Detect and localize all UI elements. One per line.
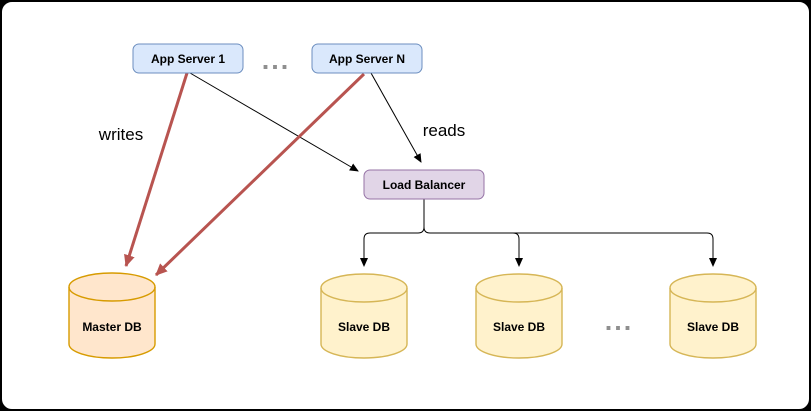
master-db-label: Master DB <box>82 320 142 334</box>
slave-db-2-label: Slave DB <box>493 320 545 334</box>
lb-to-slave3-edge <box>423 199 717 267</box>
node-slave-db-2: Slave DB <box>475 273 563 359</box>
ellipsis-slave-dbs: ... <box>605 306 634 336</box>
node-app-server-n: App Server N <box>311 43 423 74</box>
write-edge-app1-to-master <box>124 72 189 267</box>
node-slave-db-1: Slave DB <box>320 273 408 359</box>
app-server-n-label: App Server N <box>329 52 405 66</box>
app-server-n-box <box>311 43 423 74</box>
writes-label: writes <box>98 125 143 144</box>
reads-label: reads <box>423 121 466 140</box>
app-server-1-label: App Server 1 <box>151 52 225 66</box>
slave-db-1-cylinder-lip <box>320 287 408 303</box>
slave-db-3-cylinder <box>669 273 757 359</box>
node-master-db: Master DB <box>68 272 156 359</box>
ellipsis-app-servers: ... <box>262 45 291 75</box>
load-balancer-label: Load Balancer <box>383 178 466 192</box>
slave-db-2-cylinder <box>475 273 563 359</box>
master-db-cylinder <box>68 272 156 359</box>
read-edge-app1-to-lb <box>189 72 359 172</box>
write-edge-appn-to-master <box>154 72 366 277</box>
slave-db-3-label: Slave DB <box>687 320 739 334</box>
lb-to-slave1-edge <box>360 199 425 267</box>
slave-db-3-cylinder-lip <box>669 287 757 303</box>
slave-db-1-cylinder <box>320 273 408 359</box>
app-server-1-box <box>132 43 244 74</box>
node-slave-db-3: Slave DB <box>669 273 757 359</box>
read-edge-appn-to-lb <box>370 72 422 163</box>
slave-db-2-cylinder-lip <box>475 287 563 303</box>
slave-db-1-label: Slave DB <box>338 320 390 334</box>
lb-to-slave2-edge <box>512 232 523 267</box>
master-db-cylinder-lip <box>68 286 156 302</box>
load-balancer-box <box>363 169 485 200</box>
node-app-server-1: App Server 1 <box>132 43 244 74</box>
node-load-balancer: Load Balancer <box>363 169 485 200</box>
